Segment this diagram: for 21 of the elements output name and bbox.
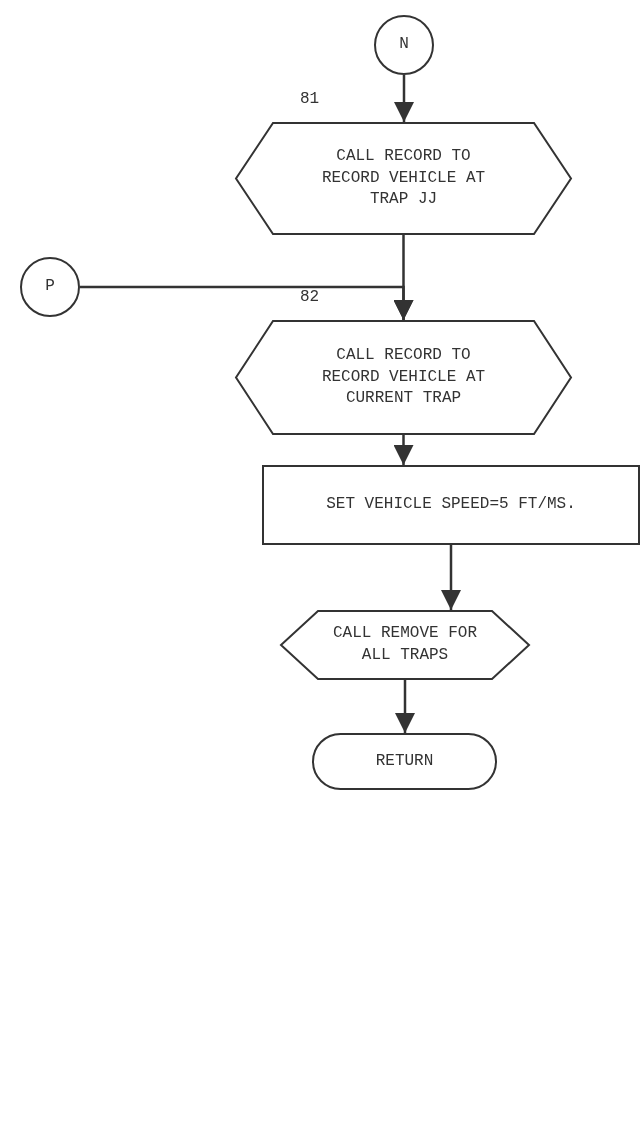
node-label: SET VEHICLE SPEED=5 FT/MS. bbox=[326, 494, 576, 516]
step-number: 82 bbox=[300, 288, 320, 306]
arrow bbox=[441, 545, 461, 610]
step-number: 81 bbox=[300, 90, 320, 108]
connector-circle bbox=[374, 15, 434, 75]
node-label: CALL RECORD TO RECORD VEHICLE AT CURRENT TRAP bbox=[320, 345, 487, 410]
process-box bbox=[262, 465, 640, 545]
node-label: N bbox=[399, 34, 409, 56]
arrow bbox=[395, 680, 415, 733]
node-label: P bbox=[45, 276, 55, 298]
node-label: RETURN bbox=[375, 750, 434, 772]
preparation-hexagon bbox=[280, 610, 530, 680]
node-label: CALL REMOVE FOR ALL TRAPS bbox=[332, 623, 478, 666]
preparation-hexagon bbox=[235, 320, 572, 435]
preparation-hexagon bbox=[235, 122, 572, 235]
terminal-shape bbox=[312, 733, 497, 790]
node-label: CALL RECORD TO RECORD VEHICLE AT TRAP JJ bbox=[320, 146, 487, 211]
arrow bbox=[393, 435, 414, 465]
arrow bbox=[394, 75, 414, 122]
connector-circle bbox=[20, 257, 80, 317]
arrow bbox=[80, 285, 414, 320]
